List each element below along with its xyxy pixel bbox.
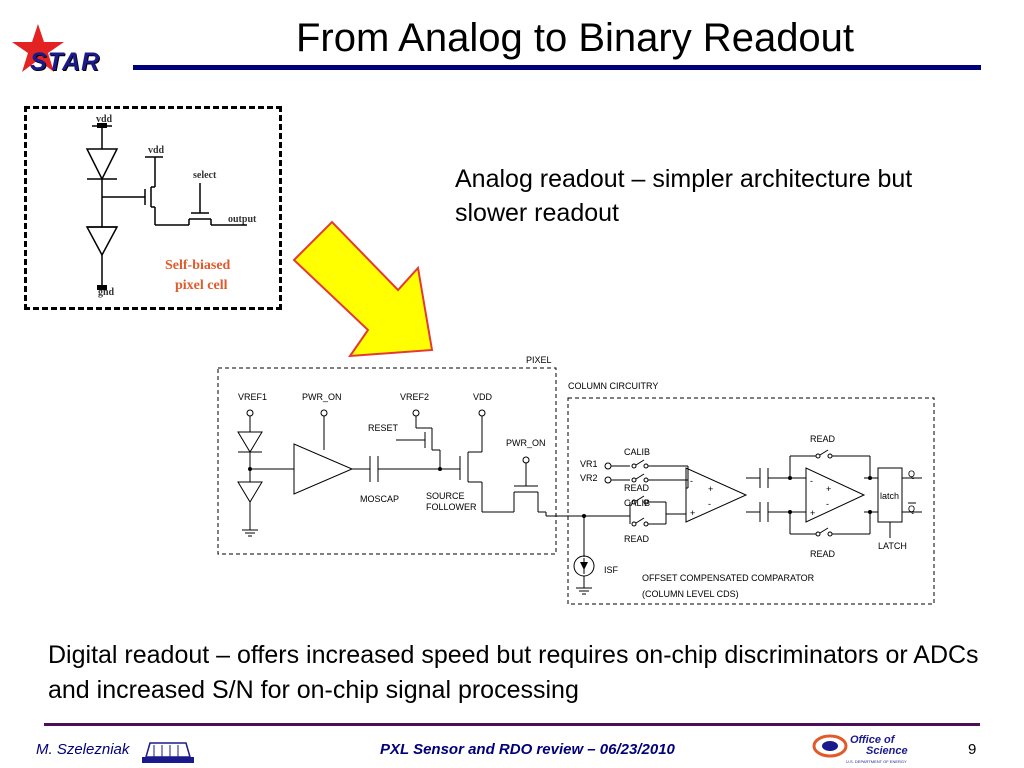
pixel-cell-inset xyxy=(24,106,282,310)
yellow-arrow-icon xyxy=(292,220,434,358)
vdd-top-label: vdd xyxy=(96,114,113,125)
reset-label: RESET xyxy=(368,423,399,433)
output-label: output xyxy=(228,214,257,225)
amp1-out-minus: - xyxy=(708,499,711,509)
doe-text-line1: Office of xyxy=(850,734,895,746)
vref1-label: VREF1 xyxy=(238,392,268,402)
select-label: select xyxy=(193,170,217,181)
vdd-label: VDD xyxy=(473,392,493,402)
lab-building-icon xyxy=(142,742,194,763)
pixel-cell-schematic xyxy=(85,123,247,290)
latch-box-label: latch xyxy=(880,491,900,501)
q-label: Q xyxy=(908,469,916,479)
column-circuitry-label: COLUMN CIRCUITRY xyxy=(568,381,659,391)
calib-1-label: CALIB xyxy=(624,447,651,457)
vref2-label: VREF2 xyxy=(400,392,430,402)
inset-caption-line1: Self-biased xyxy=(165,258,231,273)
pwr-on-label: PWR_ON xyxy=(302,392,342,402)
amp2-minus: - xyxy=(810,476,813,486)
follower-label: FOLLOWER xyxy=(426,502,477,512)
read-1-label: READ xyxy=(624,483,650,493)
pixel-label: PIXEL xyxy=(526,355,552,365)
doe-text-line3: U.S. DEPARTMENT OF ENERGY xyxy=(846,759,907,764)
star-icon xyxy=(12,24,64,72)
amp1-minus: - xyxy=(690,476,693,486)
digital-readout-text: Digital readout – offers increased speed… xyxy=(48,641,979,704)
read-2-label: READ xyxy=(624,534,650,544)
page-number: 9 xyxy=(968,741,977,758)
doe-office-of-science-icon xyxy=(812,734,848,758)
analog-readout-text: Analog readout – simpler architecture bu… xyxy=(455,165,913,227)
offset-comparator-label: OFFSET COMPENSATED COMPARATOR xyxy=(642,573,815,583)
vr1-label: VR1 xyxy=(580,459,598,469)
vr2-label: VR2 xyxy=(580,473,598,483)
latch-label: LATCH xyxy=(878,541,907,551)
amp2-out-minus: - xyxy=(826,499,829,509)
read-top-label: READ xyxy=(810,434,836,444)
gnd-label: gnd xyxy=(98,287,115,298)
amp1-out-plus: + xyxy=(708,484,714,494)
footer-rule xyxy=(44,723,980,726)
isf-label: ISF xyxy=(604,565,619,575)
readout-schematic: PIXEL COLUMN CIRCUITRY VREF1 PWR_ON VREF… xyxy=(210,352,940,612)
moscap-label: MOSCAP xyxy=(360,494,400,504)
read-bottom-label: READ xyxy=(810,549,836,559)
amp1-plus: + xyxy=(690,508,696,518)
amp2-out-plus: + xyxy=(826,484,832,494)
footer-author: M. Szelezniak xyxy=(36,741,130,758)
calib-2-label: CALIB xyxy=(624,498,651,508)
inset-caption-line2: pixel cell xyxy=(175,278,228,293)
pwr-on-2-label: PWR_ON xyxy=(506,438,546,448)
star-logo xyxy=(12,22,132,82)
amp2-plus: + xyxy=(810,508,816,518)
q-bar-label: Q xyxy=(908,504,916,514)
footer-center: PXL Sensor and RDO review – 06/23/2010 xyxy=(380,741,675,758)
page-title: From Analog to Binary Readout xyxy=(295,16,855,60)
title-rule xyxy=(133,65,981,70)
column-cds-label: (COLUMN LEVEL CDS) xyxy=(642,589,739,599)
schematic-drawing xyxy=(217,367,935,605)
source-label: SOURCE xyxy=(426,491,465,501)
doe-text-line2: Science xyxy=(866,745,908,757)
logo-text: STAR xyxy=(30,48,101,76)
vdd-mid-label: vdd xyxy=(148,145,165,156)
